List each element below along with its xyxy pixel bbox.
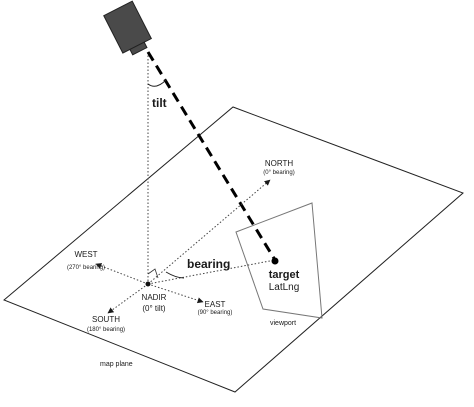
west-axis	[95, 263, 149, 285]
nadir-to-target-line	[147, 259, 276, 285]
tilt-angle-arc	[147, 79, 167, 87]
bearing-label: bearing	[187, 257, 230, 271]
map-plane-label: map plane	[100, 361, 133, 368]
west-label: WEST	[74, 250, 97, 259]
east-axis	[147, 283, 204, 304]
bearing-angle-arc	[165, 271, 185, 279]
camera-icon	[103, 0, 153, 56]
target-point	[271, 257, 279, 265]
nadir-label: NADIR	[142, 293, 167, 302]
map-plane-outline	[3, 106, 464, 393]
target-sublabel: LatLng	[269, 282, 300, 293]
north-sublabel: (0° bearing)	[263, 170, 294, 176]
nadir-right-angle-mark	[147, 268, 159, 279]
east-label: EAST	[205, 300, 226, 309]
south-sublabel: (180° bearing)	[87, 327, 125, 333]
viewport-outline	[235, 202, 323, 319]
south-label: SOUTH	[92, 315, 120, 324]
west-sublabel: (270° bearing)	[67, 265, 105, 271]
north-axis	[147, 179, 271, 285]
tilt-label: tilt	[152, 96, 167, 110]
south-axis	[107, 283, 149, 314]
nadir-sublabel: (0° tilt)	[142, 304, 166, 313]
camera-to-target-line	[146, 51, 277, 261]
north-label: NORTH	[265, 159, 294, 168]
nadir-point	[145, 281, 151, 287]
east-sublabel: (90° bearing)	[198, 310, 233, 316]
target-label: target	[269, 269, 300, 281]
viewport-label: viewport	[270, 320, 296, 327]
